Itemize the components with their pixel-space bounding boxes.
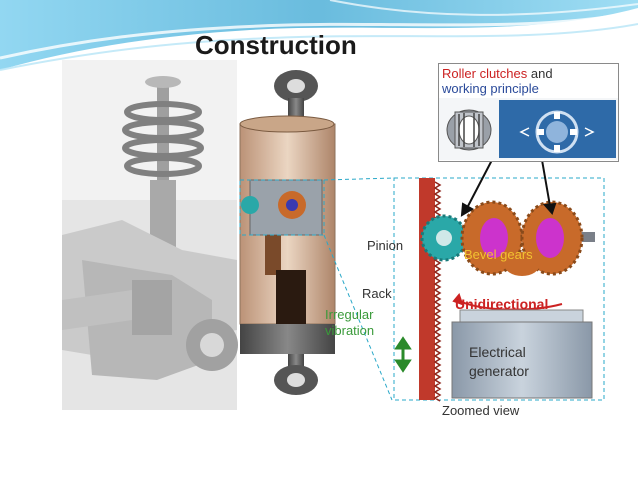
vibration-arrow [394, 336, 412, 373]
inset-title: Roller clutches and working principle [442, 66, 553, 96]
unidirectional-arrow [452, 292, 563, 311]
inset-arrows [460, 159, 557, 217]
rack-label: Rack [362, 286, 392, 301]
working-principle-schematic [519, 110, 595, 154]
slide-title: Construction [195, 30, 357, 60]
rack-bar [419, 178, 442, 402]
suspension-strut-image [62, 60, 238, 410]
roller-clutch-bearing [446, 109, 492, 151]
shock-absorber [239, 70, 336, 395]
inset-title-and: and [527, 66, 553, 81]
electrical-generator [451, 309, 593, 399]
header-wave-decoration [0, 0, 638, 71]
pinion-gear [420, 214, 468, 262]
irregular-label: Irregular [325, 307, 374, 322]
generator-label-line1: Electrical [469, 344, 526, 360]
pinion-label: Pinion [367, 238, 404, 253]
roller-clutch-inset: Roller clutches and working principle [438, 63, 619, 162]
zoomed-view-label: Zoomed view [442, 403, 520, 418]
bevel-gear-left [460, 200, 524, 276]
zoom-projection-lines [239, 177, 605, 401]
bevel-gear-right [520, 200, 584, 276]
bevel-gear-bottom [504, 252, 540, 276]
bevel-gears-label: Bevel gears [464, 247, 533, 262]
construction-diagram [62, 60, 605, 410]
roller-clutch-illustration [439, 98, 618, 160]
vibration-label: vibration [325, 323, 375, 338]
construction-figure: Roller clutches and working principle [62, 60, 619, 424]
unidirectional-label: Unidirectional [455, 296, 549, 312]
inset-title-working-principle: working principle [442, 81, 539, 96]
generator-label-line2: generator [469, 363, 529, 379]
inset-title-roller-clutches: Roller clutches [442, 66, 528, 81]
